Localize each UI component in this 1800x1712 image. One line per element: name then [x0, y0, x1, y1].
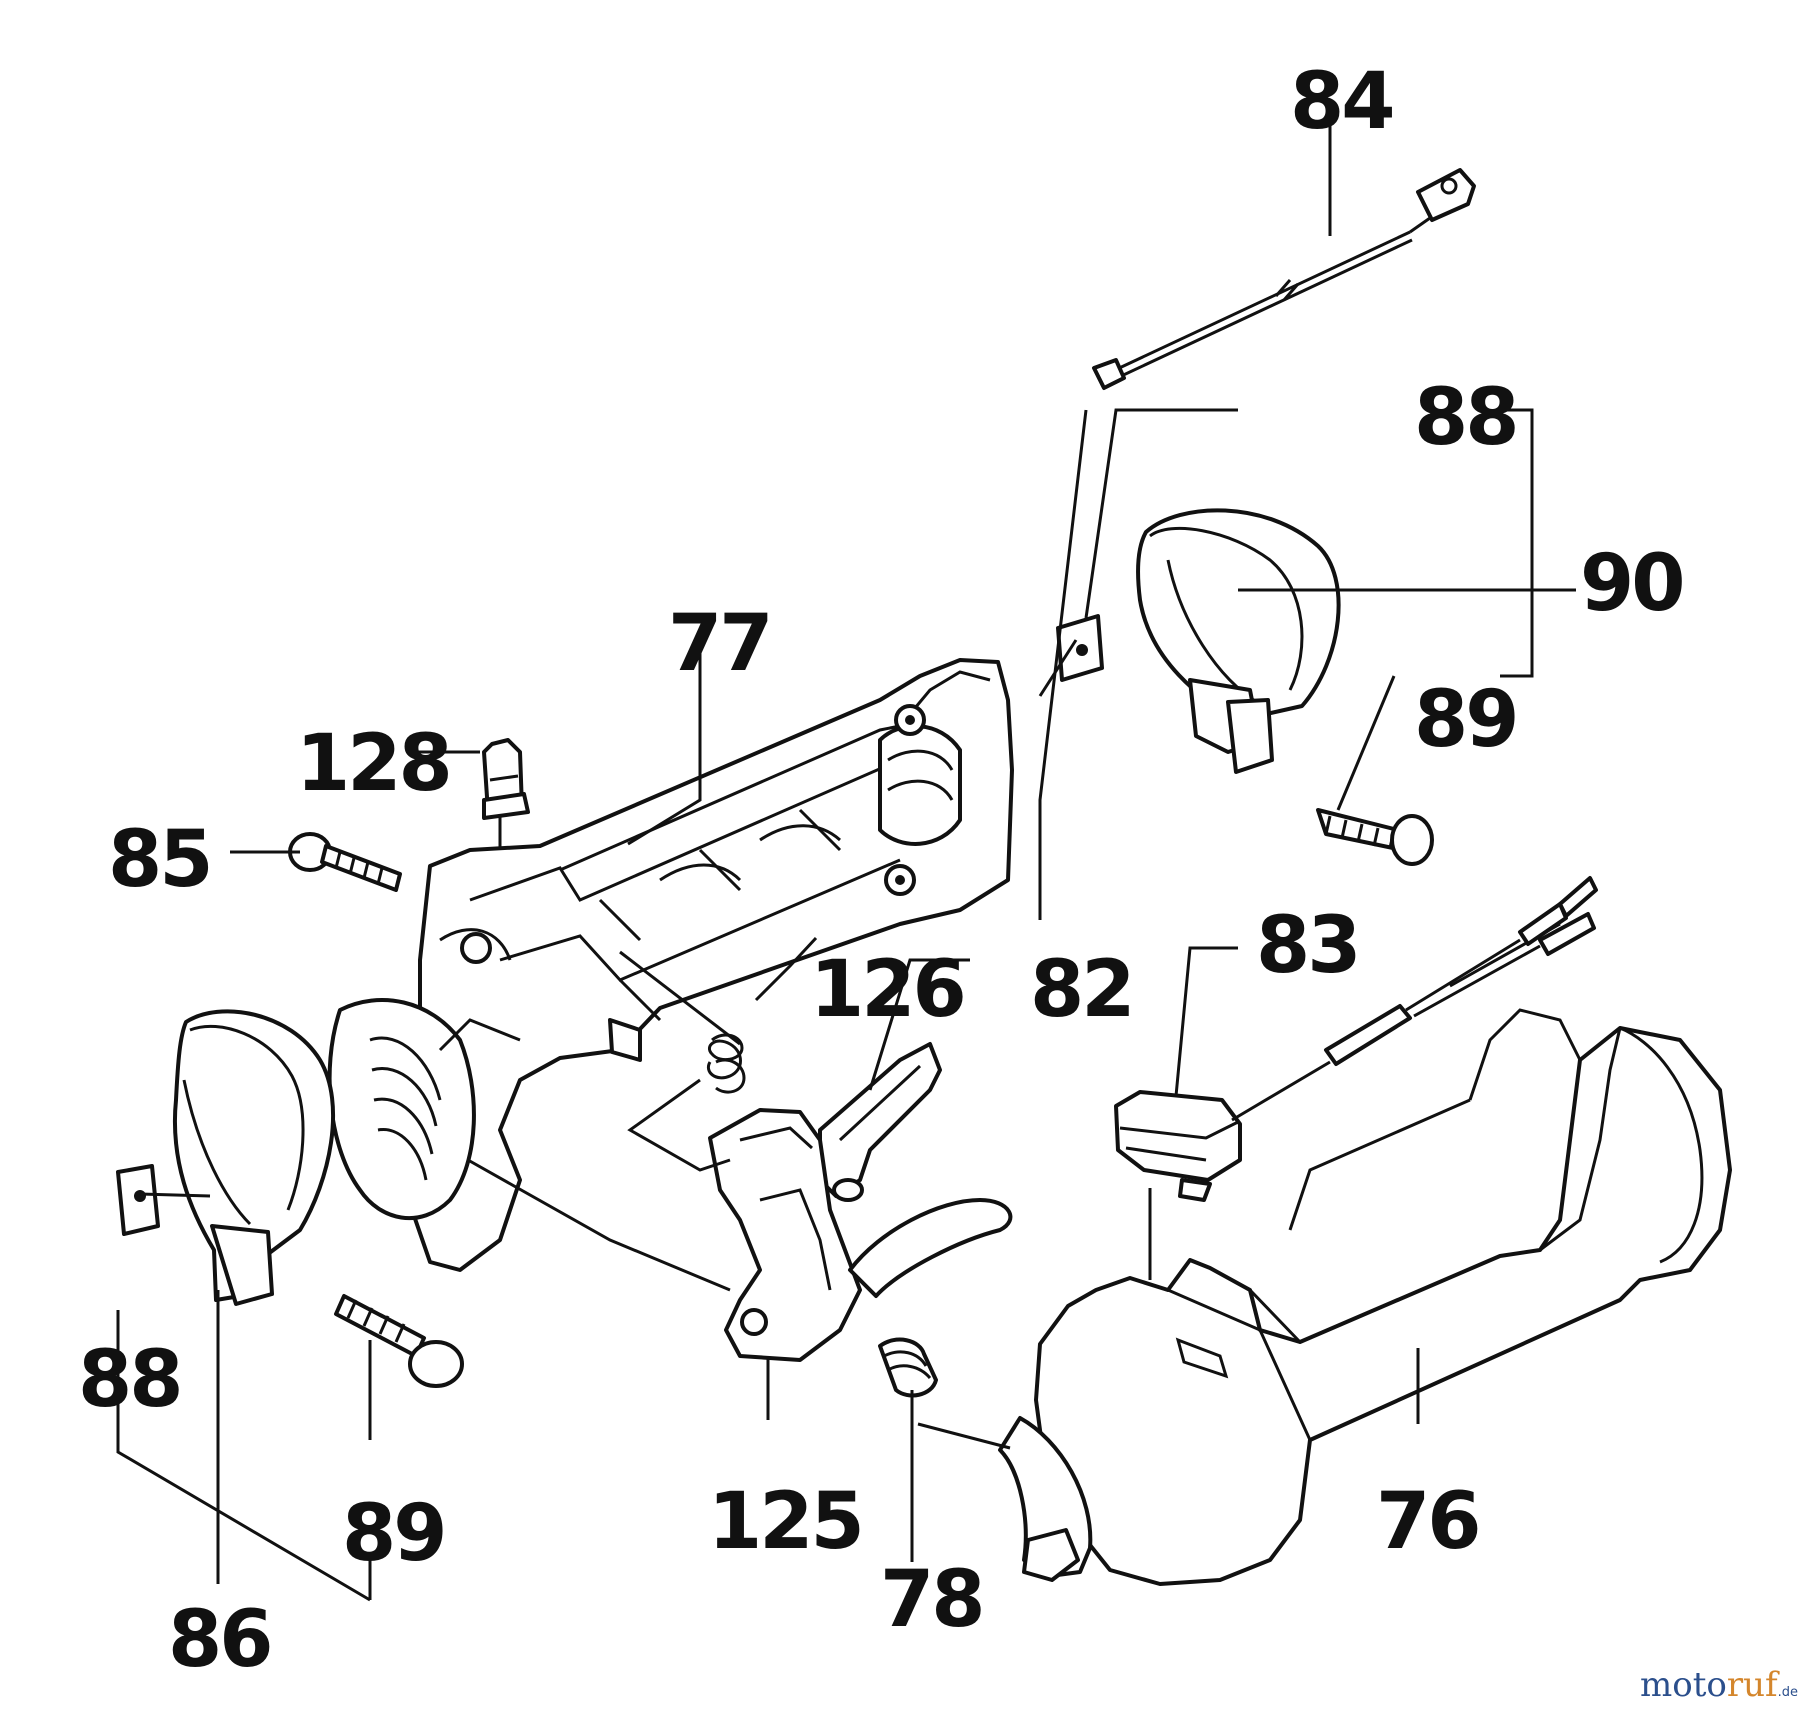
part-83-switch [1114, 876, 1598, 1202]
label-84: 84 [1290, 57, 1393, 147]
label-78: 78 [880, 1555, 983, 1645]
leader-lines [116, 110, 1576, 1602]
label-126: 126 [810, 945, 964, 1035]
part-125-throttle-trigger [708, 1108, 1013, 1362]
part-84-wire [1092, 168, 1476, 390]
part-90-clamp-band-upper [1136, 508, 1341, 774]
part-82-lever [818, 1042, 942, 1202]
part-85-screw [288, 832, 402, 892]
part-89-screw-upper [1316, 808, 1434, 866]
watermark-logo: motoruf.de [1640, 1665, 1798, 1705]
label-88-left: 88 [78, 1335, 181, 1425]
part-77-collar [327, 998, 521, 1220]
label-86: 86 [168, 1595, 271, 1685]
label-128: 128 [296, 719, 450, 809]
label-82: 82 [1030, 945, 1133, 1035]
label-125: 125 [708, 1477, 862, 1567]
part-77-handle-housing [358, 658, 1014, 1272]
part-88-plate-upper [1056, 614, 1104, 682]
part-88-plate-lower [116, 1164, 160, 1236]
label-76: 76 [1376, 1477, 1479, 1567]
part-76-rear-handle [998, 1008, 1732, 1586]
label-88-top: 88 [1414, 373, 1517, 463]
label-83: 83 [1256, 901, 1359, 991]
watermark-part2: ruf [1727, 1665, 1780, 1705]
part-128-clip [482, 738, 530, 820]
watermark-suffix: .de [1778, 1685, 1798, 1700]
part-86-clamp-band-lower [172, 1009, 336, 1306]
part-126-spring [707, 1033, 746, 1094]
label-89-bottom: 89 [342, 1489, 445, 1579]
label-90: 90 [1580, 539, 1683, 629]
label-85: 85 [108, 815, 211, 905]
label-89-top: 89 [1414, 675, 1517, 765]
watermark-part1: moto [1640, 1665, 1727, 1705]
svg-text:motoruf.de: motoruf.de [1640, 1665, 1798, 1705]
part-78-spring [878, 1337, 938, 1398]
label-77: 77 [668, 599, 771, 689]
part-89-screw-lower [334, 1294, 464, 1388]
